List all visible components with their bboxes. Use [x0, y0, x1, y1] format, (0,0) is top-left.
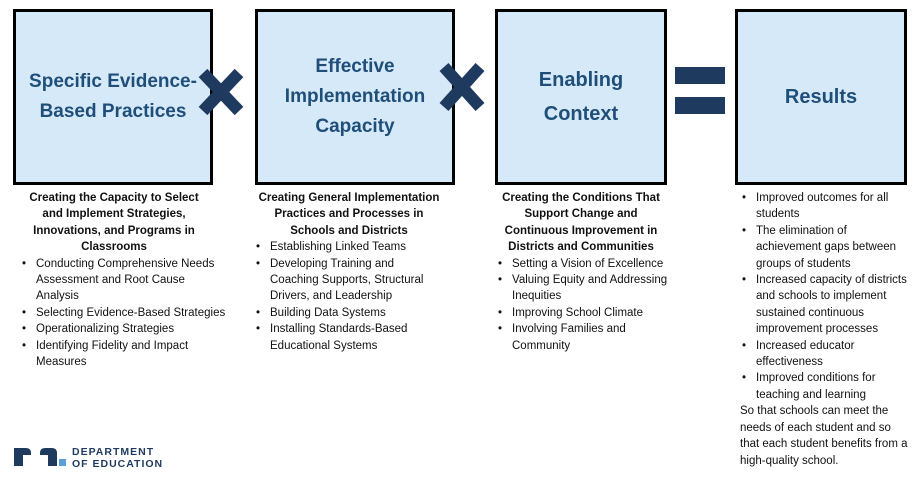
list-item: Selecting Evidence-Based Strategies	[20, 305, 228, 322]
list-item: Improved conditions for teaching and lea…	[740, 370, 912, 403]
times-icon	[439, 62, 485, 112]
box-results: Results	[735, 9, 907, 185]
list-item: Increased educator effectiveness	[740, 338, 912, 371]
list-item: Operationalizing Strategies	[20, 321, 228, 338]
column-heading: Creating the Capacity to Select and Impl…	[29, 192, 199, 254]
box-title: Specific Evidence-Based Practices	[29, 71, 197, 122]
list-item: Involving Families and Community	[496, 321, 680, 354]
closing-statement: So that schools can meet the needs of ea…	[740, 405, 908, 467]
list-item: Developing Training and Coaching Support…	[254, 256, 444, 305]
bullet-list: Conducting Comprehensive Needs Assessmen…	[20, 256, 228, 371]
list-item: Installing Standards-Based Educational S…	[254, 321, 444, 354]
mn-logo-icon	[14, 448, 66, 466]
list-item: Establishing Linked Teams	[254, 239, 444, 256]
list-item: The elimination of achievement gaps betw…	[740, 223, 912, 272]
box-title: Results	[784, 86, 858, 108]
logo-line-2: OF EDUCATION	[72, 457, 164, 470]
list-item: Conducting Comprehensive Needs Assessmen…	[20, 256, 228, 305]
bullet-list: Setting a Vision of Excellence Valuing E…	[496, 256, 680, 354]
list-item: Identifying Fidelity and Impact Measures	[20, 338, 228, 371]
column-practices: Creating the Capacity to Select and Impl…	[20, 190, 228, 370]
list-item: Improved outcomes for all students	[740, 190, 912, 223]
box-enabling-context: Enabling Context	[495, 9, 667, 185]
box-specific-evidence-based-practices: Specific Evidence-Based Practices	[13, 9, 213, 185]
column-results: Improved outcomes for all students The e…	[740, 190, 912, 469]
column-heading: Creating the Conditions That Support Cha…	[502, 192, 660, 254]
bullet-list: Improved outcomes for all students The e…	[740, 190, 912, 403]
list-item: Valuing Equity and Addressing Inequities	[496, 272, 680, 305]
logo-line-1: DEPARTMENT	[72, 446, 155, 458]
list-item: Improving School Climate	[496, 305, 680, 322]
box-title: Effective Implementation Capacity	[284, 56, 426, 137]
list-item: Setting a Vision of Excellence	[496, 256, 680, 273]
box-title: Enabling Context	[538, 69, 624, 125]
column-heading: Creating General Implementation Practice…	[258, 192, 440, 237]
list-item: Building Data Systems	[254, 305, 444, 322]
column-context: Creating the Conditions That Support Cha…	[496, 190, 680, 354]
list-item: Increased capacity of districts and scho…	[740, 272, 912, 338]
equals-icon	[675, 67, 725, 114]
times-icon	[198, 68, 244, 116]
box-effective-implementation-capacity: Effective Implementation Capacity	[255, 9, 455, 185]
bullet-list: Establishing Linked Teams Developing Tra…	[254, 239, 444, 354]
column-capacity: Creating General Implementation Practice…	[254, 190, 444, 354]
department-of-education-logo-text: DEPARTMENT OF EDUCATION	[72, 446, 164, 470]
